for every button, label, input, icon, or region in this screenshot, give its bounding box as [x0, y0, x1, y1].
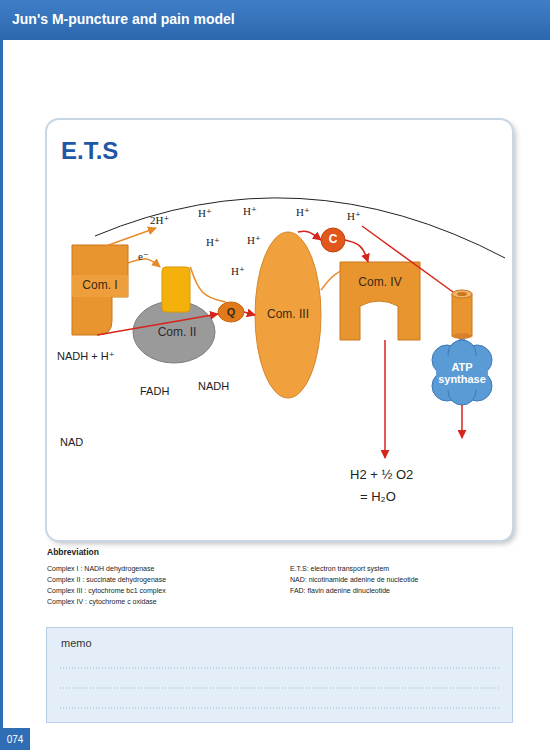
node-label: Com. IV: [358, 276, 401, 289]
rotor-base: [452, 333, 472, 339]
abbreviation-entry: Complex III : cytochrome bc1 complex: [47, 587, 166, 595]
memo-box: memo: [47, 628, 512, 722]
text-holder: Com. IV: [340, 272, 420, 294]
header-band: Jun's M-puncture and pain model: [0, 0, 550, 40]
edge-label: e⁻: [138, 250, 149, 262]
membrane-arc: [95, 198, 505, 258]
proton-label: H⁺: [206, 236, 220, 248]
proton-return-line: [362, 226, 453, 292]
complex-body: [255, 232, 321, 398]
atp-synthase: ATP synthase: [432, 290, 492, 405]
abbreviation-entry: FAD: flavin adenine dinucleotide: [290, 587, 390, 595]
abbreviation-entry: NAD: nicotinamide adenine de nucleotide: [290, 576, 418, 584]
reaction-label: H2 + ½ O2: [350, 468, 413, 482]
page-edge-band: [0, 40, 3, 728]
text-holder: Jun's M-puncture and pain model: [12, 0, 532, 40]
proton-label: 2H⁺: [150, 214, 169, 226]
node-label: E.T.S: [61, 138, 118, 164]
carrier-body: [321, 228, 345, 252]
text-holder: Com. II: [139, 323, 215, 343]
text-holder: Com. I: [72, 275, 128, 297]
ets-panel: E.T.S Com. I Com. II Q Com. III C Com. IV ATP s…: [47, 120, 512, 540]
complex-ellipse: Com. III: [255, 232, 321, 398]
node-label: Com. II: [158, 326, 197, 339]
node-label: Q: [227, 306, 236, 318]
complex-body: [340, 262, 420, 340]
connector: [244, 312, 255, 315]
node-label: Jun's M-puncture and pain model: [12, 12, 235, 27]
complex-shape: Com. I: [72, 245, 128, 335]
abbreviation-entry: Complex IV : cytochrome c oxidase: [47, 598, 157, 606]
node-label: ATP synthase: [434, 361, 490, 385]
memo-line: [60, 708, 500, 709]
rotor-top: [452, 290, 472, 298]
complex-shape: Com. IV: [340, 262, 420, 340]
rotor-cylinder: [452, 294, 472, 336]
flavoprotein-block: [162, 267, 190, 312]
substrate-label: NAD: [60, 436, 83, 448]
memo-line: [60, 688, 500, 689]
abbreviation-entry: Complex II : succinate dehydrogenase: [47, 576, 166, 584]
rotor-hole: [457, 292, 467, 296]
section-heading: Abbreviation: [47, 548, 99, 557]
complex-ellipse-outline: [133, 267, 215, 364]
node-label: Com. III: [267, 308, 309, 321]
complex-ellipse: Com. II: [133, 267, 215, 364]
reaction-label: = H₂O: [360, 490, 396, 504]
proton-arrow: [106, 228, 156, 246]
node-label: Com. I: [82, 279, 117, 292]
node-label: 074: [7, 734, 24, 745]
carrier-body: [218, 302, 244, 322]
text-holder: Com. III: [255, 302, 321, 328]
text-holder: C: [321, 228, 345, 252]
connector: [97, 314, 218, 335]
page-number-tab: 074: [0, 728, 30, 750]
text-holder: ATP synthase: [434, 354, 490, 392]
oxygen-arrow: [384, 340, 386, 458]
substrate-label: NADH + H⁺: [57, 350, 114, 362]
connector: [298, 231, 321, 240]
abbreviation-entry: Complex I : NADH dehydrogenase: [47, 565, 154, 573]
proton-label: H⁺: [198, 207, 212, 219]
memo-line: [60, 668, 500, 669]
proton-label: H⁺: [347, 210, 361, 222]
connector: [190, 267, 225, 302]
proton-label: H⁺: [247, 234, 261, 246]
complex-body: [72, 245, 128, 335]
connector: [345, 240, 368, 262]
proton-label: H⁺: [296, 206, 310, 218]
substrate-label: FADH: [140, 385, 169, 397]
text-holder: 074: [0, 728, 30, 750]
text-holder: Q: [218, 302, 244, 322]
carrier-circle: C: [321, 228, 345, 252]
atp-output-arrow: [461, 405, 463, 438]
carrier-ellipse: Q: [218, 302, 244, 322]
complex-shape-outline: [340, 262, 420, 340]
node-label: memo: [61, 637, 92, 649]
proton-label: H⁺: [243, 205, 257, 217]
text-holder: memo: [61, 634, 141, 652]
abbreviation-entry: E.T.S: electron transport system: [290, 565, 389, 573]
node-label: C: [329, 233, 338, 246]
connector: [321, 271, 340, 290]
substrate-label: NADH: [198, 380, 229, 392]
text-holder: E.T.S: [61, 134, 181, 168]
proton-label: H⁺: [231, 265, 245, 277]
complex-band: [72, 275, 128, 297]
atp-synthase-outline: [432, 290, 492, 405]
